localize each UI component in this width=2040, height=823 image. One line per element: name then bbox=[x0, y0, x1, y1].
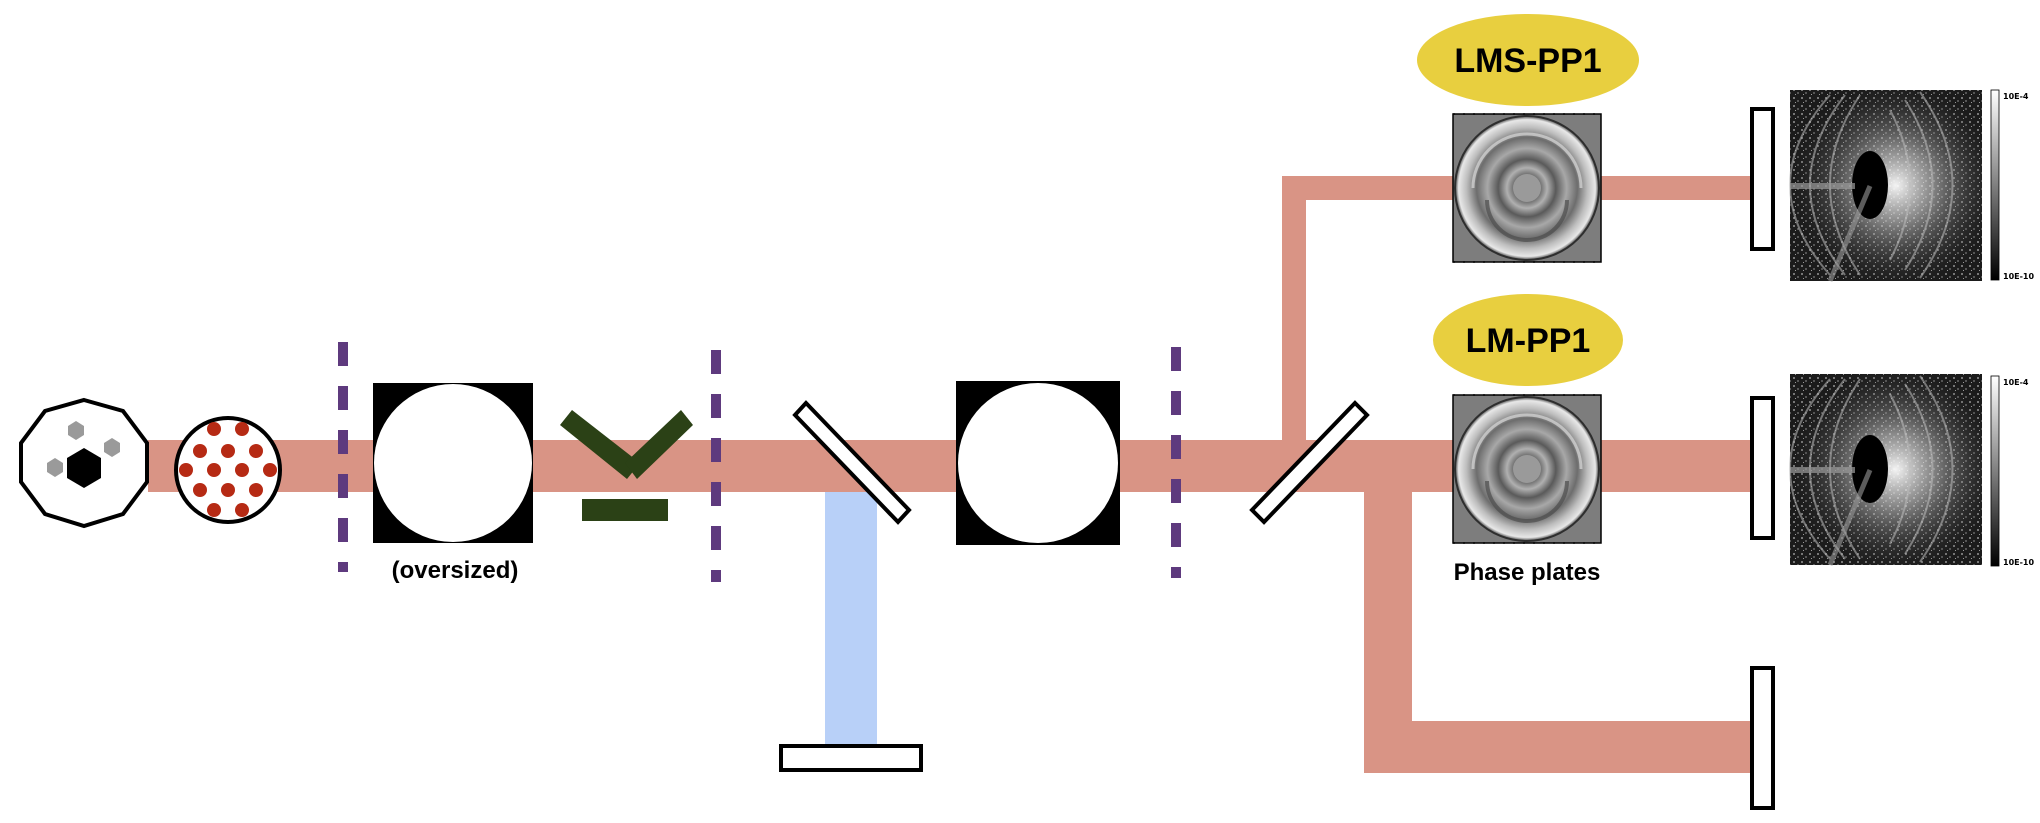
colorbar-upper: 10E-4 10E-10 bbox=[1990, 89, 2034, 281]
telescope-pupil-icon bbox=[19, 397, 149, 529]
lower-branch-beam bbox=[1364, 721, 1752, 773]
filter-icon bbox=[560, 410, 693, 521]
dichroic-splitter-icon bbox=[792, 400, 912, 525]
lms-pp1-label: LMS-PP1 bbox=[1454, 42, 1601, 80]
beam-splitter-icon bbox=[1249, 400, 1370, 525]
colorbar-upper-min-label: 10E-10 bbox=[2003, 272, 2034, 281]
lm-pp1-label: LM-PP1 bbox=[1466, 322, 1591, 360]
lms-pp1-badge bbox=[1417, 14, 1639, 106]
phase-plates-label: Phase plates bbox=[1454, 559, 1601, 586]
side-beam bbox=[825, 492, 877, 746]
phase-plate-lower-icon bbox=[1452, 394, 1602, 544]
detector-middle-icon bbox=[1750, 396, 1775, 540]
psf-image-lower bbox=[1789, 374, 1982, 566]
psf-image-upper bbox=[1789, 90, 1982, 282]
lens-icon bbox=[956, 381, 1120, 545]
lower-branch-vertical-beam bbox=[1364, 492, 1412, 724]
colorbar-lower: 10E-4 10E-10 bbox=[1990, 375, 2034, 567]
colorbar-upper-max-label: 10E-4 bbox=[2003, 92, 2029, 101]
phase-plate-upper-icon bbox=[1452, 113, 1602, 263]
oversized-lens-icon bbox=[373, 383, 533, 543]
lm-pp1-badge bbox=[1433, 294, 1623, 386]
upper-branch-vertical-beam bbox=[1282, 176, 1306, 460]
detector-lower-icon bbox=[1750, 666, 1775, 810]
detector-upper-icon bbox=[1750, 107, 1775, 251]
side-mirror-icon bbox=[779, 744, 923, 772]
colorbar-lower-max-label: 10E-4 bbox=[2003, 378, 2029, 387]
oversized-label: (oversized) bbox=[392, 557, 519, 584]
pupil-mask-icon bbox=[174, 416, 282, 524]
colorbar-lower-min-label: 10E-10 bbox=[2003, 558, 2034, 567]
